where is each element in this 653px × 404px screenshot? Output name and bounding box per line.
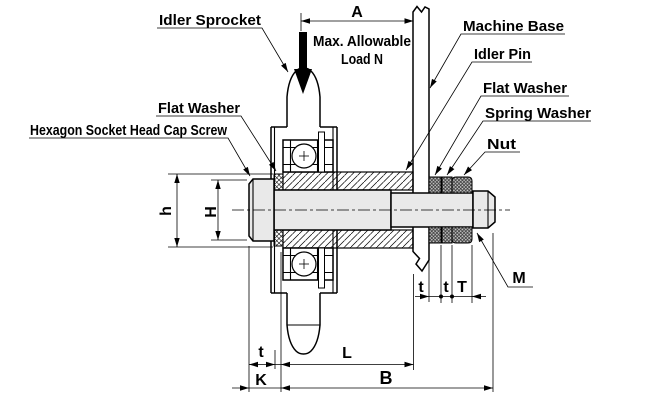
dim-a: A (351, 4, 363, 21)
dimension-lines (168, 13, 494, 392)
dim-m: M (512, 270, 525, 287)
retaining-ring-top (318, 131, 325, 173)
bearing-bottom (282, 247, 334, 289)
bearing-top (282, 131, 334, 173)
dim-h-cap: H (203, 206, 220, 218)
nut (451, 176, 473, 244)
label-hex-socket-head-cap-screw: Hexagon Socket Head Cap Screw (30, 122, 227, 139)
idler-pin-flange (282, 171, 414, 249)
label-machine-base: Machine Base (463, 18, 564, 35)
label-idler-pin: Idler Pin (474, 46, 531, 63)
retaining-ring-bottom (318, 247, 325, 289)
dim-l: L (342, 345, 352, 362)
pin-thread-end (472, 190, 496, 229)
dim-h-small: h (158, 206, 175, 216)
label-flat-washer-right: Flat Washer (483, 80, 567, 97)
label-flat-washer-left: Flat Washer (158, 100, 240, 117)
dim-t-flat-washer: t (418, 279, 424, 296)
right-flat-washer (428, 176, 442, 244)
dim-t-spring-washer: t (443, 279, 449, 296)
note-load-n: Load N (341, 51, 383, 68)
machine-base-plate (412, 5, 430, 273)
dim-t-cap-nut: T (457, 279, 467, 296)
dim-b: B (380, 368, 393, 388)
dim-k: K (255, 372, 267, 389)
leader-lines (29, 27, 591, 288)
note-max-allowable: Max. Allowable (313, 33, 411, 50)
label-spring-washer: Spring Washer (485, 105, 591, 122)
label-idler-sprocket: Idler Sprocket (159, 12, 261, 29)
label-nut: Nut (487, 136, 516, 153)
load-arrow (294, 32, 312, 94)
dim-t-screw-head: t (258, 344, 264, 361)
